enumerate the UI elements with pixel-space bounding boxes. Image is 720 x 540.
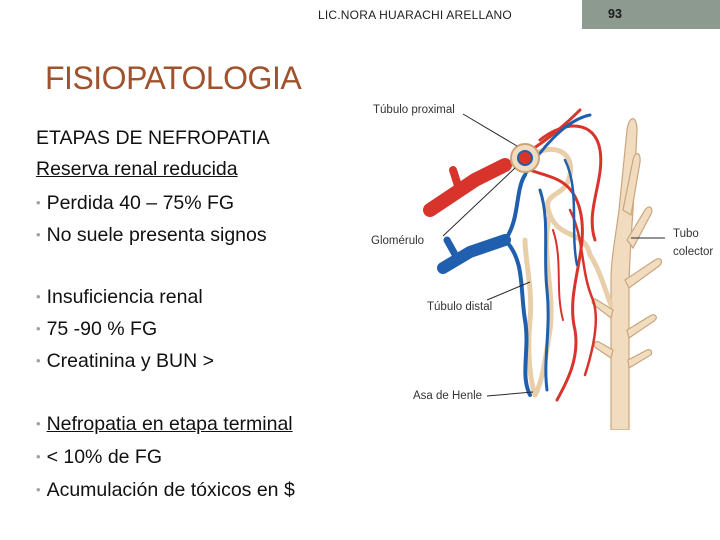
- label-tubulo-distal: Túbulo distal: [427, 301, 493, 313]
- pointer-lines: [442, 113, 665, 397]
- list-item: • Perdida 40 – 75% FG: [36, 192, 234, 215]
- glomerulus: [510, 143, 540, 173]
- label-colector: colector: [673, 246, 714, 258]
- list-item: • Creatinina y BUN >: [36, 350, 214, 373]
- veins: [437, 113, 592, 397]
- list-item: • Nefropatia en etapa terminal: [36, 413, 293, 436]
- nephron-illustration: Túbulo proximal Glomérulo Túbulo distal …: [365, 90, 720, 431]
- header-author: LIC.NORA HUARACHI ARELLANO: [318, 8, 512, 22]
- list-item-text: Perdida 40 – 75% FG: [46, 192, 235, 214]
- label-asa-de-henle: Asa de Henle: [413, 390, 483, 402]
- list-item: • Insuficiencia renal: [36, 286, 203, 309]
- list-item-text: Creatinina y BUN >: [46, 350, 215, 372]
- bullet-icon: •: [36, 289, 41, 304]
- label-tubulo-proximal: Túbulo proximal: [373, 104, 455, 116]
- slide-title: FISIOPATOLOGIA: [45, 60, 302, 96]
- list-item-text: 75 -90 % FG: [46, 318, 158, 340]
- list-item: • < 10% de FG: [36, 446, 162, 469]
- stages-heading: ETAPAS DE NEFROPATIA: [36, 127, 270, 149]
- nephron-drawing: [423, 108, 665, 431]
- bullet-icon: •: [36, 416, 41, 431]
- list-item-text: No suele presenta signos: [46, 224, 267, 246]
- label-tubo: Tubo: [673, 228, 699, 240]
- label-glomerulo: Glomérulo: [371, 235, 425, 247]
- page-number: 93: [608, 7, 622, 21]
- list-item: • Acumulación de tóxicos en $: [36, 479, 295, 502]
- bullet-icon: •: [36, 482, 41, 497]
- bullet-icon: •: [36, 227, 41, 242]
- header-area: [0, 0, 582, 29]
- list-item: • No suele presenta signos: [36, 224, 267, 247]
- collecting-duct: [591, 118, 663, 431]
- bullet-icon: •: [36, 195, 41, 210]
- bullet-icon: •: [36, 353, 41, 368]
- list-item-text: Insuficiencia renal: [46, 286, 203, 308]
- list-item: • 75 -90 % FG: [36, 318, 157, 341]
- bullet-icon: •: [36, 449, 41, 464]
- list-item-text: < 10% de FG: [46, 446, 163, 468]
- arteries: [423, 108, 603, 402]
- stage3-title: Nefropatia en etapa terminal: [46, 413, 293, 435]
- list-item-text: Acumulación de tóxicos en $: [46, 479, 295, 501]
- bullet-icon: •: [36, 321, 41, 336]
- stage1-title: Reserva renal reducida: [36, 158, 238, 180]
